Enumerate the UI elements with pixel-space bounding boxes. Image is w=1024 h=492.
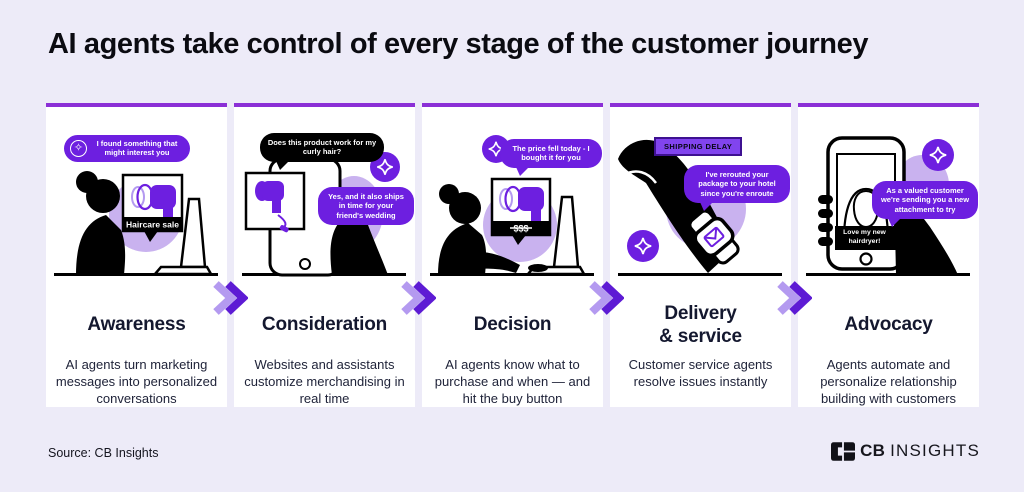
source-attribution: Source: CB Insights [48,446,159,460]
stage-title-text: Awareness [87,314,186,336]
ai-chat-bubble: ✧ I found something that might interest … [64,135,190,162]
stage-card-consideration: Does this product work for my curly hair… [234,103,415,407]
decision-illustration: $$$ The price fell today - I bought it f… [422,133,602,285]
stage-title-advocacy: Advocacy [798,299,979,351]
stage-description-decision: AI agents know what to purchase and when… [434,357,591,406]
stage-description-awareness: AI agents turn marketing messages into p… [55,357,218,406]
sparkle-icon: ✧ [70,139,87,157]
consideration-illustration: Does this product work for my curly hair… [234,133,414,285]
cbinsights-logo-icon [831,441,856,461]
logo-text-insights: INSIGHTS [890,441,980,460]
stage-title-delivery-service: Delivery & service [610,299,791,351]
awareness-illustration: Haircare sale ✧ I found something that m… [46,133,226,285]
customer-journey-row: Haircare sale ✧ I found something that m… [46,103,979,407]
shipping-delay-tag: SHIPPING DELAY [654,137,743,156]
stage-title-text: Advocacy [844,314,933,336]
stage-title-text: Decision [473,314,552,336]
stage-title-line2: & service [659,326,742,347]
logo-text-cb: CB [860,441,886,460]
ai-purchase-bubble: The price fell today - I bought it for y… [500,139,602,176]
page-title: AI agents take control of every stage of… [48,28,869,60]
stage-card-decision: $$$ The price fell today - I bought it f… [422,103,603,407]
chevron-arrow-icon [212,281,249,315]
stage-title-line1: Delivery [664,302,737,324]
awareness-scene-graphic: Haircare sale [54,171,218,276]
customer-question-bubble: Does this product work for my curly hair… [260,133,384,170]
chevron-arrow-icon [400,281,437,315]
stage-card-advocacy: Love my new hairdryer! As a valued custo… [798,103,979,407]
stage-title-awareness: Awareness [46,299,227,351]
ai-reroute-bubble: I've rerouted your package to your hotel… [684,165,790,212]
stage-title-consideration: Consideration [234,299,415,351]
advocacy-illustration: Love my new hairdryer! As a valued custo… [798,133,978,285]
phone-review-label: Love my new hairdryer! [835,226,894,250]
delivery-illustration: SHIPPING DELAY I've rerouted your packag… [610,133,790,285]
bubble-text: I found something that might interest yo… [96,139,178,158]
chevron-arrow-icon [776,281,813,315]
ad-label-haircare: Haircare sale [126,220,179,230]
stage-description-consideration: Websites and assistants customize mercha… [244,357,405,406]
stage-description-advocacy: Agents automate and personalize relation… [820,357,957,406]
stage-card-delivery-service: SHIPPING DELAY I've rerouted your packag… [610,103,791,407]
stage-title-decision: Decision [422,299,603,351]
decision-scene-graphic: $$$ [430,135,594,276]
ai-answer-bubble: Yes, and it also ships in time for your … [318,187,414,226]
stage-title-text: Consideration [261,314,388,336]
ai-reward-bubble: As a valued customer we're sending you a… [872,181,978,228]
stage-card-awareness: Haircare sale ✧ I found something that m… [46,103,227,407]
chevron-arrow-icon [588,281,625,315]
stage-description-delivery-service: Customer service agents resolve issues i… [628,357,773,389]
